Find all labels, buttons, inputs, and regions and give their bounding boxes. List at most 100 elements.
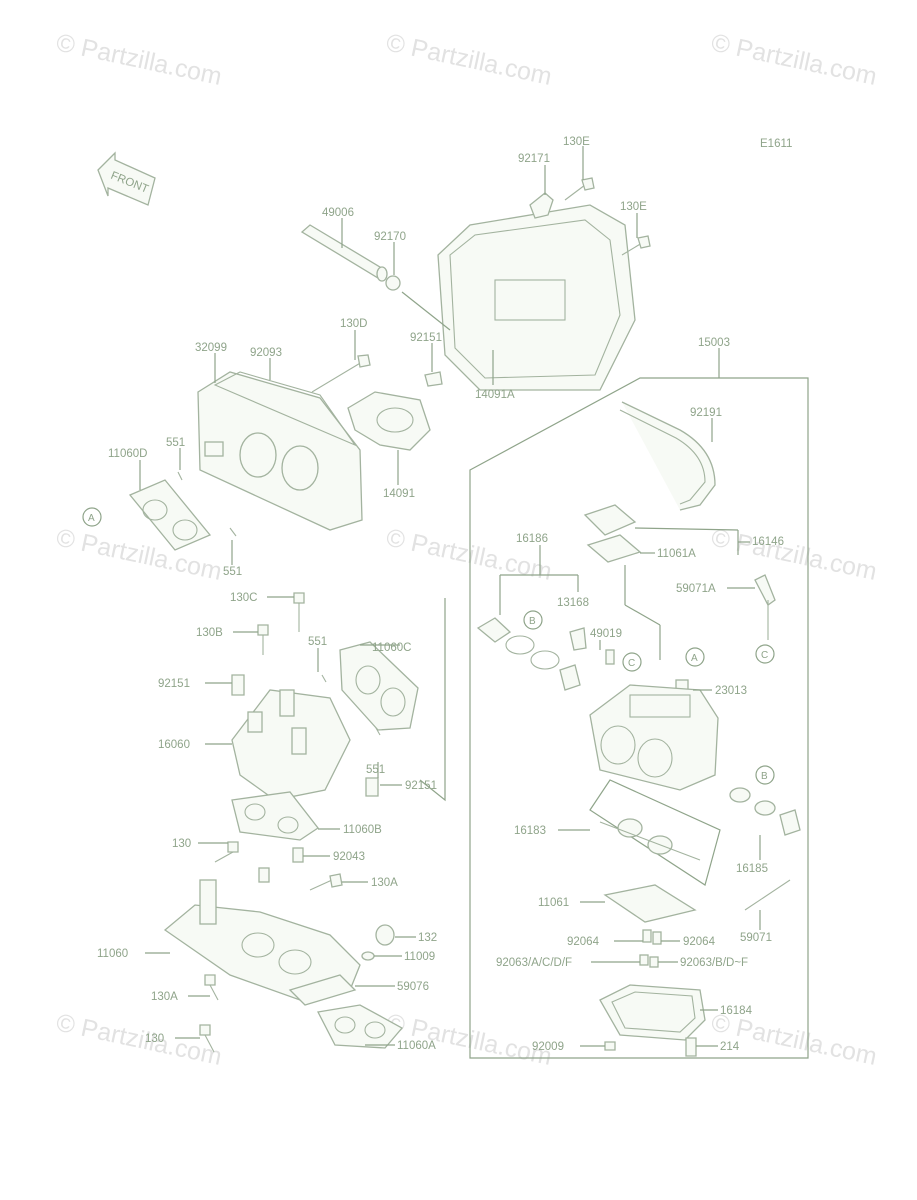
part-label-92043: 92043	[333, 851, 365, 863]
bolt-130-b	[199, 1024, 215, 1053]
ref-circle-c-top: C	[622, 652, 642, 672]
air-box-cover	[437, 204, 636, 391]
part-label-11060: 11060	[97, 948, 128, 960]
bolt-130a-b	[204, 974, 219, 1001]
ref-circle-c-fitting: C	[755, 644, 775, 664]
part-label-14091a: 14091A	[475, 389, 515, 401]
part-49019	[605, 649, 615, 665]
svg-text:C: C	[761, 650, 768, 661]
part-label-130e-2: 130E	[620, 201, 647, 213]
part-label-49019: 49019	[590, 628, 622, 640]
pin-551-a	[177, 471, 183, 481]
fitting-59071a	[754, 574, 776, 640]
bolt-130-a	[214, 841, 239, 863]
gasket-11060a	[317, 1004, 404, 1049]
watermark: © Partzilla.com	[54, 28, 225, 90]
gasket-11060b	[231, 791, 319, 841]
part-label-92170: 92170	[374, 231, 406, 243]
ref-circle-b-pump: B	[523, 610, 543, 630]
part-label-92063-bdf: 92063/B/D~F	[680, 957, 748, 969]
part-label-11060b: 11060B	[343, 824, 382, 836]
part-label-130a-b: 130A	[151, 991, 178, 1003]
watermark: © Partzilla.com	[709, 523, 880, 585]
part-label-16185: 16185	[736, 863, 768, 875]
part-label-130-b: 130	[145, 1033, 164, 1045]
svg-text:C: C	[628, 658, 635, 669]
ref-circle-a-carb: A	[685, 647, 705, 667]
part-label-92151: 92151	[410, 332, 442, 344]
bolt-92151-left	[231, 674, 245, 696]
part-label-130d: 130D	[340, 318, 368, 330]
fuel-pump-16186	[476, 617, 581, 691]
part-13168	[569, 627, 587, 651]
part-label-11060d: 11060D	[108, 448, 147, 460]
bracket-92171	[529, 192, 554, 219]
part-label-59071a: 59071A	[676, 583, 716, 595]
part-labels: 130E 92171 130E 49006 92170 130D 92151 3…	[97, 136, 784, 1053]
bolt-92151-right	[365, 777, 379, 797]
ref-circle-a-left: A	[82, 507, 102, 527]
svg-text:B: B	[761, 771, 768, 782]
gasket-11061a	[586, 534, 642, 563]
bolt-130b	[257, 624, 269, 655]
part-label-32099: 32099	[195, 342, 227, 354]
jet-92063-2	[649, 956, 659, 968]
gasket-11061	[603, 884, 697, 923]
part-label-11060a: 11060A	[397, 1040, 436, 1052]
svg-text:A: A	[88, 513, 95, 524]
pin-551-c	[321, 674, 327, 683]
bolt-130e-2	[621, 235, 651, 256]
dowel-92043-2	[258, 867, 270, 883]
gasket-11060c	[339, 641, 419, 731]
hose-49006	[300, 224, 388, 282]
bolt-92151-top	[424, 371, 443, 387]
float-bowl-16184	[599, 984, 706, 1041]
part-label-49006: 49006	[322, 207, 354, 219]
screw-92009	[604, 1041, 616, 1051]
jet-92063	[639, 954, 649, 966]
jet-92064	[642, 929, 652, 943]
bolt-130a-a	[309, 873, 343, 891]
part-label-551-d: 551	[366, 764, 385, 776]
diagram-code: E1611	[760, 138, 792, 150]
part-label-15003: 15003	[698, 337, 730, 349]
bolt-130e	[564, 177, 595, 201]
part-label-16060: 16060	[158, 739, 190, 751]
cap-132	[375, 924, 395, 946]
part-label-130e: 130E	[563, 136, 590, 148]
part-label-92064-b: 92064	[683, 936, 716, 948]
part-label-23013: 23013	[715, 685, 747, 697]
part-label-92171: 92171	[518, 153, 550, 165]
part-label-16183: 16183	[514, 825, 546, 837]
part-label-92191: 92191	[690, 407, 722, 419]
leader-lines	[139, 146, 761, 1047]
part-label-59071: 59071	[740, 932, 772, 944]
pin-551-b	[229, 527, 237, 537]
gasket-11060d	[128, 479, 212, 551]
intake-group-frame	[419, 598, 446, 802]
part-label-92063-acdf: 92063/A/C/D/F	[496, 957, 572, 969]
bolt-130d	[311, 354, 371, 393]
part-label-92009: 92009	[532, 1041, 564, 1053]
watermark: © Partzilla.com	[709, 1008, 880, 1070]
part-label-92064: 92064	[567, 936, 600, 948]
plate-16146	[583, 504, 637, 536]
hose-59071	[744, 879, 791, 911]
part-label-13168: 13168	[557, 597, 589, 609]
clamp-92170	[385, 275, 401, 291]
part-label-16184: 16184	[720, 1005, 753, 1017]
part-label-92151-right: 92151	[405, 780, 437, 792]
part-label-132: 132	[418, 932, 437, 944]
part-59076	[288, 974, 357, 1006]
part-label-551-c: 551	[308, 636, 327, 648]
air-box-base	[197, 371, 363, 531]
part-label-14091: 14091	[383, 488, 415, 500]
part-label-59076: 59076	[397, 981, 429, 993]
watermark-group: © Partzilla.com © Partzilla.com © Partzi…	[54, 28, 880, 1070]
part-label-11009: 11009	[404, 951, 435, 963]
jet-92064-2	[652, 931, 662, 945]
part-label-130b: 130B	[196, 627, 223, 639]
svg-text:A: A	[691, 653, 698, 664]
